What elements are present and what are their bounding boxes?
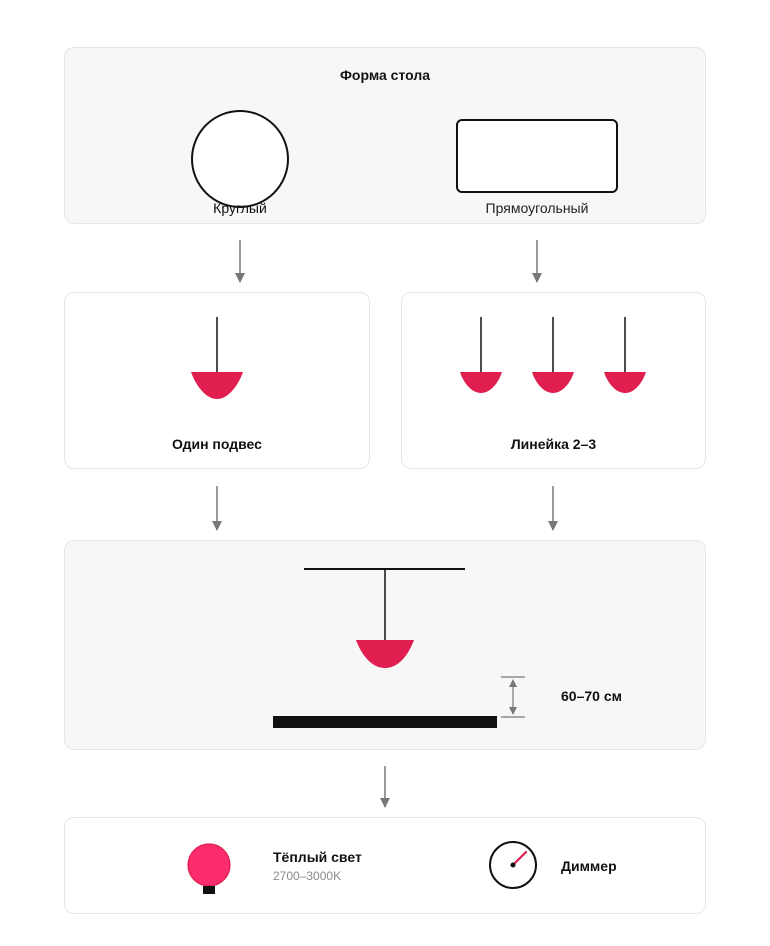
table-top (273, 716, 497, 728)
flow-arrow (380, 766, 390, 808)
single-pendant-icon (191, 317, 243, 399)
round-table-label: Круглый (213, 200, 267, 216)
height-label: 60–70 см (561, 688, 622, 704)
flow-arrow (548, 486, 558, 531)
height-dimension-marker (501, 676, 525, 718)
round-table-icon (191, 110, 289, 208)
table-shape-title: Форма стола (339, 67, 431, 83)
flow-arrow (212, 486, 222, 531)
rect-table-label: Прямоугольный (485, 200, 589, 216)
warm-light-title: Тёплый свет (273, 849, 362, 865)
bulb-icon (187, 843, 231, 894)
single-pendant-label: Один подвес (172, 436, 262, 452)
pendant-row-label: Линейка 2–3 (510, 436, 597, 452)
warm-light-subtitle: 2700–3000K (273, 869, 342, 883)
flow-arrow (532, 240, 542, 283)
rect-table-icon (456, 119, 618, 193)
hanging-pendant-icon (356, 569, 414, 668)
dimmer-dial-icon (489, 841, 537, 889)
flow-arrow (235, 240, 245, 283)
pendant-row-icon (460, 317, 646, 393)
light-settings-panel (64, 817, 706, 914)
dimmer-label: Диммер (561, 858, 617, 874)
